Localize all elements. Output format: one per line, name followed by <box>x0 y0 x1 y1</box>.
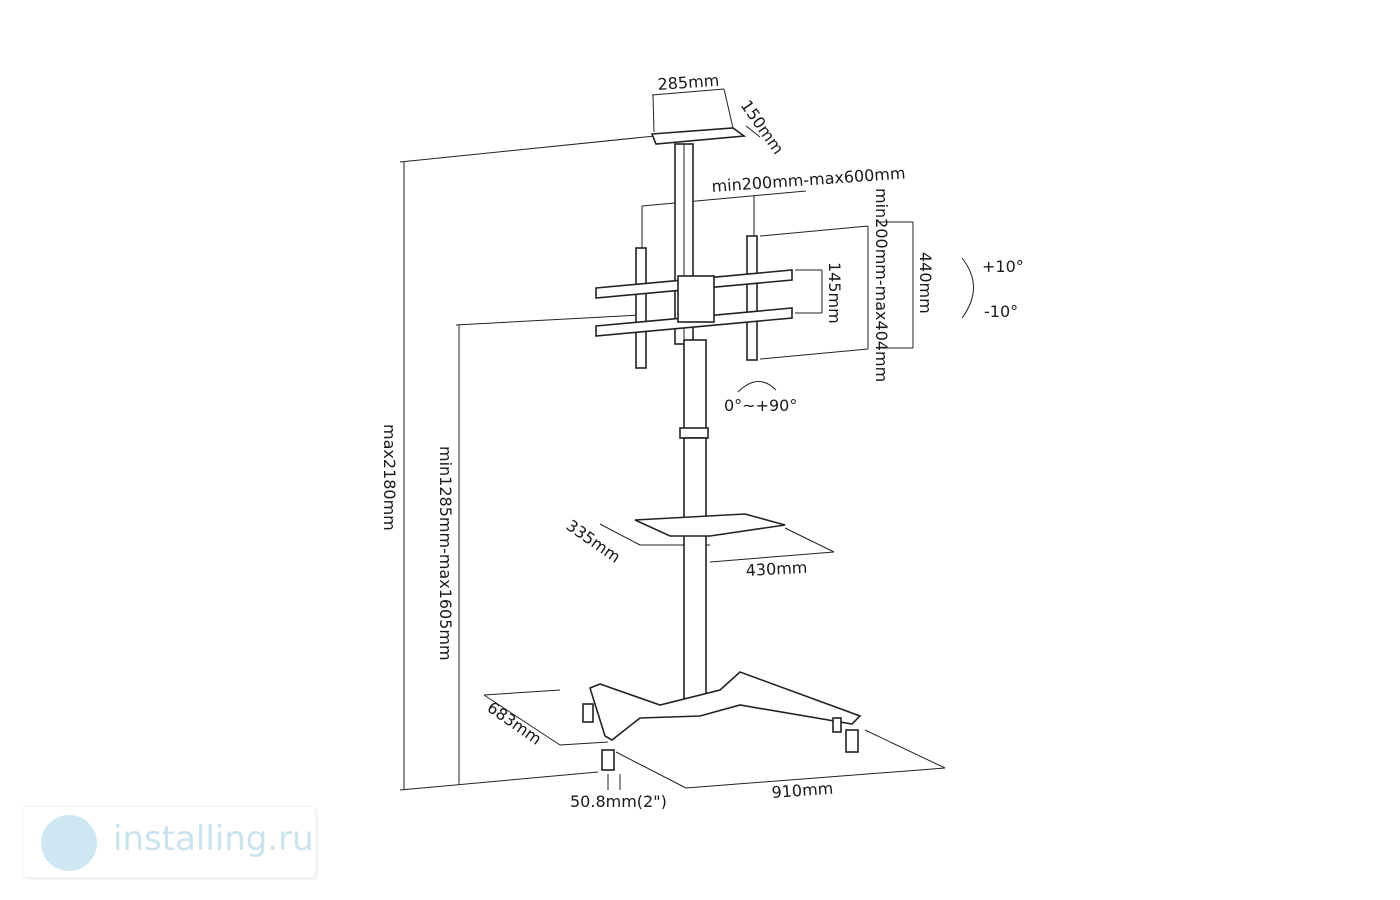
label-bracket-height: 440mm <box>916 252 935 314</box>
watermark-text: installing.ru <box>113 819 314 859</box>
label-mount-height: min1285mm-max1605mm <box>436 446 455 661</box>
pole-upper <box>683 339 707 431</box>
label-base-width: 910mm <box>771 779 834 802</box>
label-top-shelf-width: 285mm <box>657 71 720 94</box>
label-arm-spacing: 145mm <box>825 262 844 324</box>
label-tilt-up: +10° <box>982 257 1024 276</box>
label-shelf-width: 430mm <box>745 558 808 580</box>
label-base-depth: 683mm <box>484 698 545 749</box>
label-tilt-down: -10° <box>984 302 1018 321</box>
watermark-logo-icon <box>41 815 97 871</box>
label-shelf-depth: 335mm <box>563 516 624 567</box>
dimension-lines <box>399 88 974 791</box>
pole-lower <box>683 534 707 701</box>
mount-plate <box>677 275 715 323</box>
stand-illustration <box>582 127 862 771</box>
label-rotation: 0°~+90° <box>724 396 797 415</box>
vertical-rail-left <box>635 247 647 369</box>
label-top-shelf-depth: 150mm <box>737 96 788 157</box>
label-caster-size: 50.8mm(2") <box>570 792 667 811</box>
top-camera-shelf <box>650 127 747 145</box>
label-vesa-vertical: min200mm-max404mm <box>872 188 891 382</box>
base-frame <box>589 671 862 741</box>
pole-middle <box>683 437 707 519</box>
vertical-rail-right <box>746 235 758 361</box>
caster-wheels <box>582 703 859 771</box>
watermark: installing.ru <box>22 806 316 878</box>
label-max-height: max2180mm <box>380 424 399 531</box>
middle-shelf <box>634 513 786 537</box>
